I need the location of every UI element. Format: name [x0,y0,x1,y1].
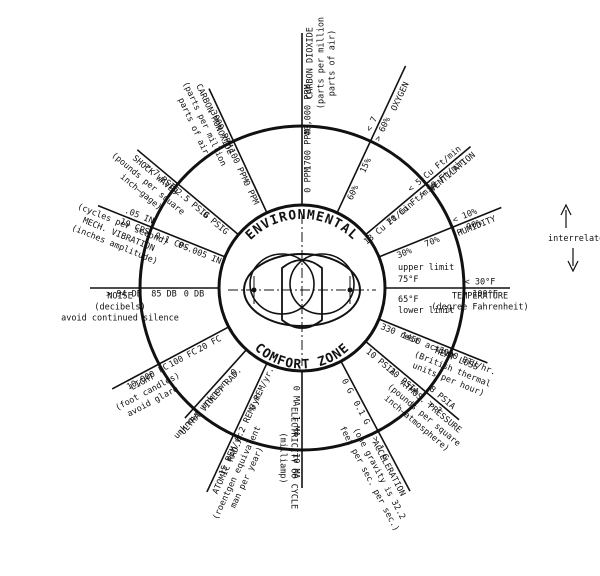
arrow-down-icon [567,248,579,273]
spoke-temperature-label-1: (degree Fahrenheit) [431,303,528,313]
spoke-ultra-violet-ring-inner: 0 [229,367,240,377]
spoke-carbon-dioxide-ring-outer: 1700 PPM [304,130,314,171]
spoke-oxygen-ring-outer: 15% [358,157,374,175]
head-center [281,259,323,329]
spoke-atmos-pressure-label-1: (pounds per square [385,382,462,449]
spoke-acceleration-ring-inner: 0 G [339,377,355,395]
spoke-noise-tick-outer: > 94 DB [106,290,142,300]
temp-upper-value: 75°F [398,275,418,285]
spoke-carbon-dioxide-label-2: parts of air) [328,30,338,97]
spoke-light [111,326,230,390]
spoke-temperature-tick-inner: < 30°F [465,278,496,288]
spoke-humidity [378,206,502,258]
spoke-oxygen-ring-inner: 60% [346,184,362,202]
spoke-noise-label-1: (decibels) [94,303,145,313]
head-outline [243,253,361,327]
temp-lower-value: 65°F [398,295,418,305]
interrelated-label: interrelated [548,234,600,244]
spoke-ultra-violet [184,349,248,419]
spoke-noise-ring-outer: 85 DB [151,290,177,300]
spoke-heat-loss [378,318,488,364]
spoke-oxygen-label-0: OXYGEN [390,81,412,113]
spoke-electricity-label-0: ELECTRICITY 60 CYCLE [289,407,299,509]
spoke-ventilation [365,145,472,236]
spoke-temperature-label-0: TEMPERATURE [452,292,508,302]
spoke-noise-label-2: avoid continued silence [61,314,179,324]
temp-upper-label: upper limit [398,263,454,273]
spoke-acceleration [340,360,411,492]
spoke-electricity-ring-outer: 1 MA [291,416,301,436]
arrow-up-icon [560,203,572,228]
center-figure [228,214,376,366]
spoke-temperature-tick-outer: > 100°F [462,290,498,300]
temp-lower-label: lower limit [398,306,454,316]
spoke-carbon-dioxide-tick-outer: 40,000 PPM [304,84,314,135]
spoke-carbon-dioxide-label-1: (parts per million [317,17,327,109]
spoke-noise-ring-inner: 0 DB [184,290,204,300]
spoke-shock-waves [136,149,239,236]
spoke-carbon-dioxide-label-0: CARBON DIOXIDE [306,27,316,99]
spoke-electricity-ring-inner: 0 MA [291,386,301,406]
spoke-carbon-dioxide-ring-inner: 0 PPM [304,167,314,193]
spoke-electricity-label-1: (milliamp) [278,432,288,483]
spoke-oxygen [336,65,407,214]
interrelated-marker: interrelated [548,203,600,273]
spoke-atomic-rad [206,362,268,493]
spoke-atmos-pressure [365,340,460,421]
spoke-carbon-monoxide [208,88,268,214]
spoke-electricity-tick-outer: 10 MA [291,453,301,479]
spoke-noise-label-0: NOISE [107,292,133,302]
spoke-mech-vibration [97,204,226,258]
